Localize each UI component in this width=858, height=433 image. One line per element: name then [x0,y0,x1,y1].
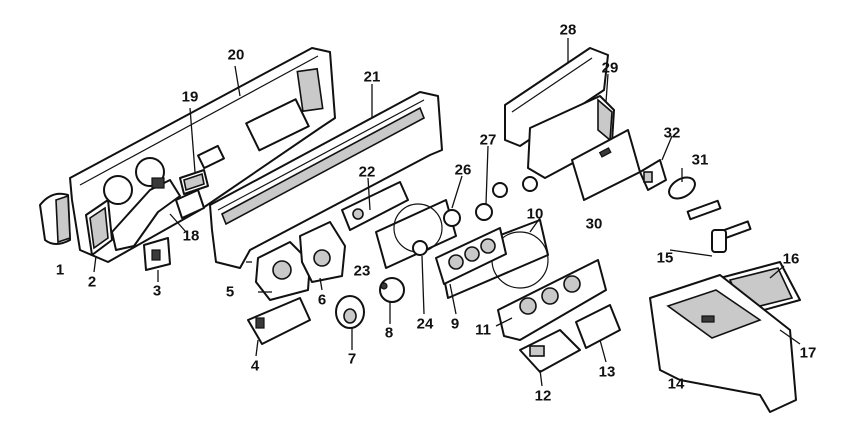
callout-22: 22 [358,163,376,181]
part-24-knob [412,240,428,256]
part-12-lower-mount [519,329,581,373]
callout-8: 8 [384,324,394,342]
callout-7: 7 [347,350,357,368]
callout-1: 1 [55,261,65,279]
part-29-glovebox-bin [527,95,615,179]
callout-6: 6 [317,291,327,309]
part-32-latch [639,159,667,191]
part-28-upper-trim [504,47,609,147]
callout-30: 30 [585,215,603,233]
part-22-radio-bracket [341,181,409,231]
part-2-vent-grille [85,199,113,256]
part-14-floor-console [649,274,797,413]
callout-5: 5 [225,283,235,301]
callout-16: 16 [782,250,800,268]
callout-4: 4 [250,357,260,375]
callout-14: 14 [667,375,685,393]
part-5-control-housing [255,241,311,301]
part-27-socket [475,176,538,221]
callout-19: 19 [181,88,199,106]
callout-11: 11 [475,321,491,339]
callout-15: 15 [656,249,674,267]
callout-24: 24 [416,315,434,333]
part-1-side-vent [39,192,71,245]
callout-9: 9 [450,315,460,333]
callout-2: 2 [87,273,97,291]
part-19-switch [179,169,209,195]
part-6-control-housing [299,221,346,283]
leader-lines [93,38,801,387]
callout-17: 17 [799,344,817,362]
callout-27: 27 [479,131,497,149]
part-21-dash-pad [209,91,443,269]
callout-12: 12 [534,387,552,405]
callout-26: 26 [454,161,472,179]
callout-13: 13 [598,363,616,381]
part-7-round-knob [335,295,365,329]
callout-3: 3 [152,282,162,300]
part-9-gauge-plate [435,227,507,285]
callout-18: 18 [182,227,200,245]
callout-31: 31 [691,151,709,169]
callout-21: 21 [363,68,381,86]
part-8-round-knob [379,277,405,303]
part-13-lower-bracket [575,304,621,349]
part-18-switch-bracket [111,177,205,251]
callout-23: 23 [353,262,371,280]
part-3-switch-block [143,237,171,271]
callout-20: 20 [227,46,245,64]
part-31-lock-cylinder [668,176,752,240]
callout-32: 32 [663,124,681,142]
part-15-ignition-cylinder [711,229,727,253]
part-11-cluster-housing [497,259,607,341]
part-26-socket [443,209,461,227]
part-4-lower-panel [247,297,311,345]
callout-28: 28 [559,21,577,39]
callout-10: 10 [526,205,544,223]
callout-29: 29 [601,59,619,77]
